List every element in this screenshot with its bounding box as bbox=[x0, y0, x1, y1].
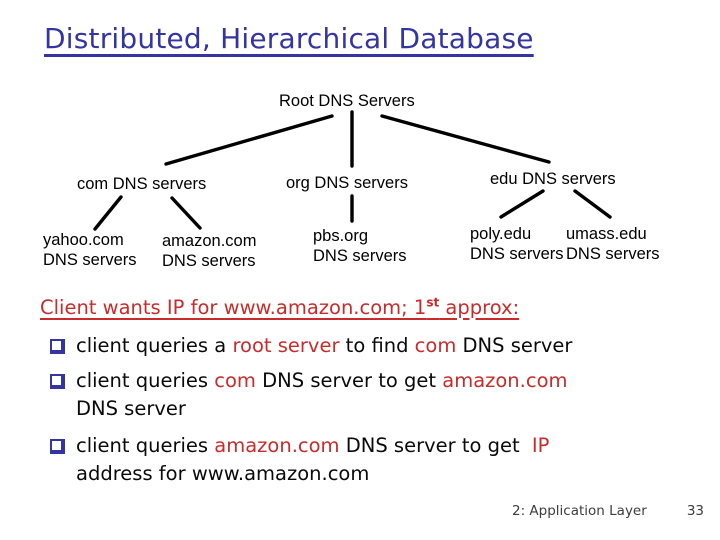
tree-yahoo-label: yahoo.com DNS servers bbox=[43, 230, 137, 270]
bullet-1-line-1: client queries a root server to find com… bbox=[76, 334, 573, 357]
line-edu-umass bbox=[573, 189, 612, 219]
section-heading: Client wants IP for www.amazon.com; 1st … bbox=[40, 295, 519, 319]
line-root-com bbox=[164, 114, 334, 166]
heading-superscript: st bbox=[426, 295, 440, 309]
heading-text-start: Client wants IP for www.amazon.com; 1 bbox=[40, 295, 427, 319]
bullet-2-line-1: client queries com DNS server to get ama… bbox=[76, 369, 568, 392]
square-bullet-icon bbox=[50, 439, 65, 454]
tree-umass-label: umass.edu DNS servers bbox=[566, 224, 660, 264]
line-root-edu bbox=[380, 114, 551, 164]
square-bullet-icon bbox=[50, 339, 65, 354]
line-com-yahoo bbox=[93, 195, 123, 231]
slide-footer: 2: Application Layer 33 bbox=[512, 503, 704, 519]
bullet-item-3: client queries amazon.com DNS server to … bbox=[50, 432, 549, 488]
footer-section-label: 2: Application Layer bbox=[512, 503, 647, 519]
tree-poly-line2: DNS servers bbox=[470, 245, 564, 263]
bullet-3-line-2: address for www.amazon.com bbox=[76, 462, 370, 485]
tree-com-label: com DNS servers bbox=[77, 175, 207, 193]
tree-poly-line1: poly.edu bbox=[470, 225, 532, 243]
line-com-amazon bbox=[170, 196, 202, 230]
bullet-item-1: client queries a root server to find com… bbox=[50, 332, 572, 360]
tree-poly-label: poly.edu DNS servers bbox=[470, 224, 564, 264]
bullet-text-2: client queries com DNS server to get ama… bbox=[76, 367, 568, 423]
bullet-text-1: client queries a root server to find com… bbox=[76, 332, 572, 360]
tree-yahoo-line2: DNS servers bbox=[43, 251, 137, 269]
tree-pbs-label: pbs.org DNS servers bbox=[313, 226, 407, 266]
tree-pbs-line2: DNS servers bbox=[313, 247, 407, 265]
tree-amazon-line2: DNS servers bbox=[162, 252, 256, 270]
heading-text-end: approx: bbox=[439, 295, 520, 319]
tree-org-label: org DNS servers bbox=[286, 174, 408, 192]
bullet-text-3: client queries amazon.com DNS server to … bbox=[76, 432, 549, 488]
tree-pbs-line1: pbs.org bbox=[313, 227, 369, 245]
tree-root-label: Root DNS Servers bbox=[279, 92, 415, 110]
tree-umass-line2: DNS servers bbox=[566, 245, 660, 263]
bullet-item-2: client queries com DNS server to get ama… bbox=[50, 367, 568, 423]
tree-amazon-line1: amazon.com bbox=[162, 232, 257, 250]
square-bullet-icon bbox=[50, 374, 65, 389]
slide-title: Distributed, Hierarchical Database bbox=[44, 22, 534, 55]
footer-page-number: 33 bbox=[686, 503, 704, 519]
bullet-2-line-2: DNS server bbox=[76, 397, 186, 420]
tree-edu-label: edu DNS servers bbox=[490, 170, 616, 188]
line-edu-poly bbox=[499, 189, 545, 219]
tree-amazon-label: amazon.com DNS servers bbox=[162, 231, 256, 271]
tree-umass-line1: umass.edu bbox=[566, 225, 647, 243]
bullet-3-line-1: client queries amazon.com DNS server to … bbox=[76, 434, 550, 457]
tree-yahoo-line1: yahoo.com bbox=[43, 231, 124, 249]
